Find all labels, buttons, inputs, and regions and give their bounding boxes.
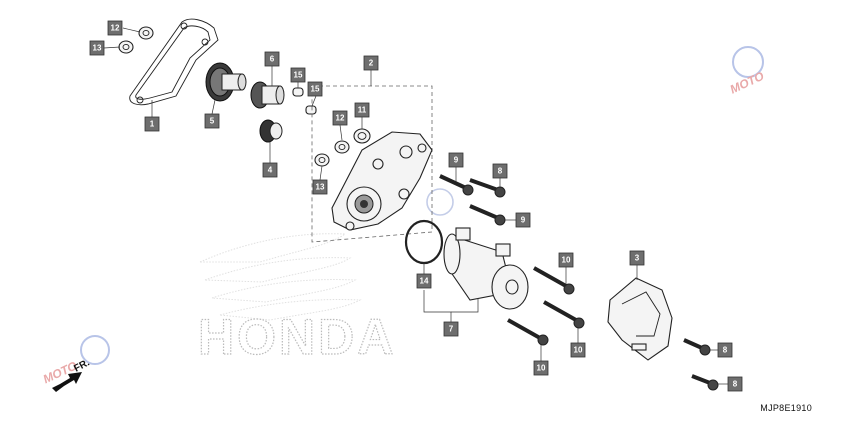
svg-text:MOTO: MOTO xyxy=(728,69,767,97)
oring-small xyxy=(353,128,371,144)
bolt-8-mid-right xyxy=(683,338,711,356)
reduction-gear-large xyxy=(205,62,247,102)
svg-text:FR.: FR. xyxy=(72,357,92,374)
bolt-8-lower-right xyxy=(691,374,719,391)
leader-lines xyxy=(103,27,728,385)
svg-text:10: 10 xyxy=(537,364,546,373)
svg-text:15: 15 xyxy=(294,71,303,80)
svg-text:10: 10 xyxy=(574,346,583,355)
shift-motor xyxy=(443,227,529,310)
honda-wing-watermark xyxy=(199,233,362,321)
bolt-10-upper xyxy=(533,266,575,295)
callout-9-upper: 9 xyxy=(448,152,464,168)
svg-text:12: 12 xyxy=(111,24,120,33)
washer-left xyxy=(118,40,134,54)
bolt-8-upper xyxy=(469,178,506,198)
dowel-pin-lower xyxy=(305,105,317,115)
bolt-10-lower xyxy=(507,318,549,346)
svg-text:9: 9 xyxy=(454,156,459,165)
svg-text:11: 11 xyxy=(358,106,367,115)
bolt-9-upper xyxy=(439,174,474,196)
svg-text:13: 13 xyxy=(316,183,325,192)
svg-text:8: 8 xyxy=(498,167,503,176)
svg-text:MOTO: MOTO xyxy=(41,358,80,386)
callout-2-assembly: 2 xyxy=(363,55,379,71)
bolt-9-lower xyxy=(469,204,506,226)
cover-gasket xyxy=(129,18,219,106)
callout-9-lower: 9 xyxy=(515,212,531,228)
callout-12-center: 12 xyxy=(332,110,348,126)
svg-text:8: 8 xyxy=(723,346,728,355)
bolt-10-middle xyxy=(543,300,585,329)
callout-3-cover: 3 xyxy=(629,250,645,266)
reduction-gear-small xyxy=(250,81,285,109)
svg-text:14: 14 xyxy=(420,277,429,286)
callout-10-lower: 10 xyxy=(533,360,549,376)
motor-oring xyxy=(404,219,444,265)
diagram-code: MJP8E1910 xyxy=(760,403,812,413)
callout-6-gear: 6 xyxy=(264,51,280,67)
callout-10-middle: 10 xyxy=(570,342,586,358)
callout-8-upper: 8 xyxy=(492,163,508,179)
dowel-pin-upper xyxy=(292,87,304,97)
callout-13-center: 13 xyxy=(312,179,328,195)
callout-11-center: 11 xyxy=(354,102,370,118)
callout-8-lower-right: 8 xyxy=(727,376,743,392)
callout-5-gear: 5 xyxy=(204,113,220,129)
callout-15-upper: 15 xyxy=(290,67,306,83)
callout-14-oring: 14 xyxy=(416,273,432,289)
svg-text:10: 10 xyxy=(562,256,571,265)
callout-1-gasket: 1 xyxy=(144,116,160,132)
washer-lower xyxy=(314,153,330,167)
svg-text:7: 7 xyxy=(449,325,454,334)
callout-12-top-left: 12 xyxy=(107,20,123,36)
svg-text:1: 1 xyxy=(150,120,155,129)
svg-text:13: 13 xyxy=(93,44,102,53)
gear-case-housing xyxy=(331,131,433,231)
callout-8-mid-right: 8 xyxy=(717,342,733,358)
assembly-boundary xyxy=(311,85,433,243)
honda-text-watermark: HONDA xyxy=(198,309,396,365)
moto-watermark-top: MOTO xyxy=(728,46,767,97)
callout-7-motor: 7 xyxy=(443,321,459,337)
svg-text:4: 4 xyxy=(268,166,273,175)
svg-text:3: 3 xyxy=(635,254,640,263)
svg-text:8: 8 xyxy=(733,380,738,389)
svg-text:2: 2 xyxy=(369,59,374,68)
motor-cover xyxy=(607,277,673,361)
callout-10-upper: 10 xyxy=(558,252,574,268)
svg-text:12: 12 xyxy=(336,114,345,123)
callout-13-left: 13 xyxy=(89,40,105,56)
svg-text:15: 15 xyxy=(311,85,320,94)
washer-top-left xyxy=(138,26,154,40)
svg-text:9: 9 xyxy=(521,216,526,225)
callout-4-gear: 4 xyxy=(262,162,278,178)
idle-gear xyxy=(259,119,283,143)
washer-center xyxy=(334,140,350,154)
callout-15-lower: 15 xyxy=(307,81,323,97)
moto-watermark-center xyxy=(426,188,454,216)
svg-text:5: 5 xyxy=(210,117,215,126)
svg-text:6: 6 xyxy=(270,55,275,64)
